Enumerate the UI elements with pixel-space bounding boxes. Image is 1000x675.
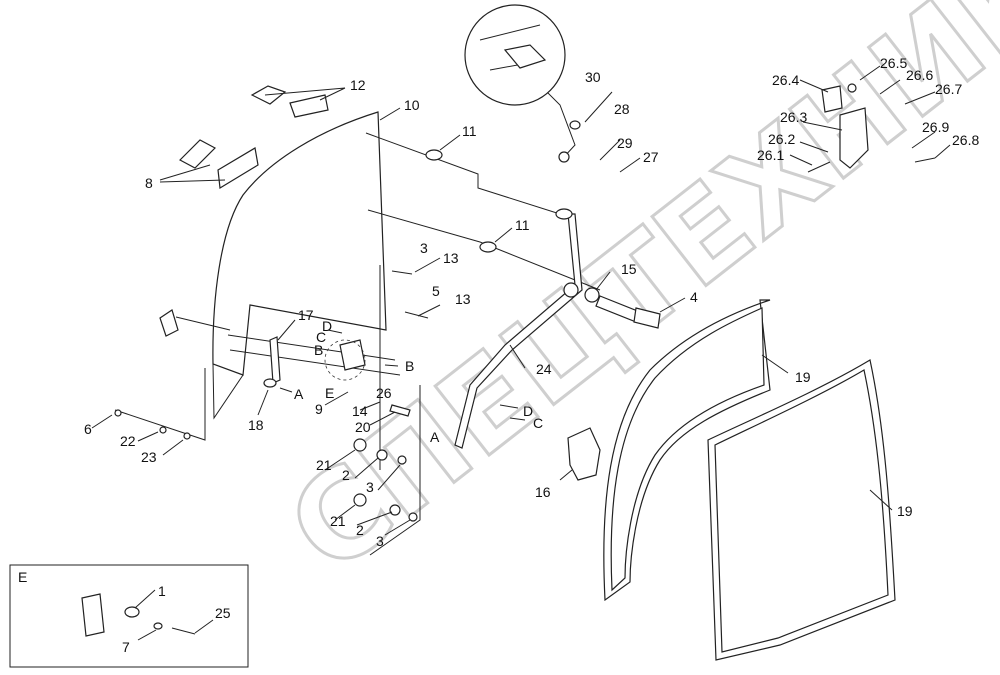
fastener-stack-upper xyxy=(353,438,407,465)
label-8: 8 xyxy=(145,175,153,191)
label-26-5: 26.5 xyxy=(880,55,907,71)
hinge-lower xyxy=(179,139,216,169)
label-18: 18 xyxy=(248,417,264,433)
label-3-upper: 3 xyxy=(366,479,374,495)
inset-washer-7 xyxy=(153,622,163,630)
inset-washer-1 xyxy=(124,606,140,618)
part-labels: 12 10 8 11 11 30 28 29 27 3 13 5 13 15 4… xyxy=(84,55,979,655)
label-26: 26 xyxy=(376,385,392,401)
grommet-part xyxy=(159,309,179,337)
inset-screw-25 xyxy=(171,627,196,635)
screw-20 xyxy=(389,404,411,417)
label-5: 5 xyxy=(432,283,440,299)
point-a-right: A xyxy=(430,429,440,445)
label-26-8: 26.8 xyxy=(952,132,979,148)
label-4: 4 xyxy=(690,289,698,305)
leader-lines xyxy=(91,65,951,641)
washer-22 xyxy=(159,426,167,434)
screw-5 xyxy=(404,311,429,319)
view-point-labels: A A B B C C D D E xyxy=(294,318,543,445)
label-12: 12 xyxy=(350,77,366,93)
label-16: 16 xyxy=(535,484,551,500)
label-25: 25 xyxy=(215,605,231,621)
washer-18 xyxy=(263,378,277,388)
label-23: 23 xyxy=(141,449,157,465)
screw-3 xyxy=(391,270,413,275)
label-13-mid: 13 xyxy=(455,291,471,307)
washer-23 xyxy=(183,432,191,440)
label-26-4: 26.4 xyxy=(772,72,799,88)
label-19-rear: 19 xyxy=(897,503,913,519)
fastener-stack-lower xyxy=(353,493,418,522)
label-28: 28 xyxy=(614,101,630,117)
label-10: 10 xyxy=(404,97,420,113)
label-2-upper: 2 xyxy=(342,467,350,483)
label-26-7: 26.7 xyxy=(935,81,962,97)
label-26-6: 26.6 xyxy=(906,67,933,83)
label-21-lower: 21 xyxy=(330,513,346,529)
label-26-1: 26.1 xyxy=(757,147,784,163)
label-26-9: 26.9 xyxy=(922,119,949,135)
washer-11-lower xyxy=(479,241,497,253)
point-d-left: D xyxy=(322,318,332,334)
washer-11-upper xyxy=(425,149,443,161)
hinge-assembly-26 xyxy=(807,83,936,173)
label-11-lower: 11 xyxy=(515,217,530,233)
label-3-lower: 3 xyxy=(376,533,384,549)
label-21-upper: 21 xyxy=(316,457,332,473)
point-d-right: D xyxy=(523,403,533,419)
label-2-lower: 2 xyxy=(356,522,364,538)
point-b-right: B xyxy=(405,358,414,374)
latch-17 xyxy=(269,336,281,384)
label-29: 29 xyxy=(617,135,633,151)
label-15: 15 xyxy=(621,261,637,277)
label-19-front: 19 xyxy=(795,369,811,385)
label-3-top: 3 xyxy=(420,240,428,256)
label-11-upper: 11 xyxy=(462,123,477,139)
handle-16 xyxy=(567,427,601,481)
label-6: 6 xyxy=(84,421,92,437)
label-14: 14 xyxy=(352,403,368,419)
label-22: 22 xyxy=(120,433,136,449)
label-27: 27 xyxy=(643,149,659,165)
point-c-right: C xyxy=(533,415,543,431)
label-26-2: 26.2 xyxy=(768,131,795,147)
screw-6 xyxy=(114,409,122,417)
label-13-top: 13 xyxy=(443,250,459,266)
side-glass-panel xyxy=(212,111,387,376)
inset-e-title: E xyxy=(18,569,27,585)
rod-24 xyxy=(454,213,583,449)
point-e: E xyxy=(325,385,334,401)
label-7: 7 xyxy=(122,639,130,655)
point-b-left: B xyxy=(314,342,323,358)
label-17: 17 xyxy=(298,307,314,323)
label-9: 9 xyxy=(315,401,323,417)
label-1: 1 xyxy=(158,583,166,599)
inset-lock xyxy=(81,593,105,637)
label-26-3: 26.3 xyxy=(780,109,807,125)
label-30: 30 xyxy=(585,69,601,85)
point-c-left: C xyxy=(316,329,326,345)
label-20: 20 xyxy=(355,419,371,435)
label-24: 24 xyxy=(536,361,552,377)
point-a-left: A xyxy=(294,386,304,402)
lock-mechanism xyxy=(339,339,366,371)
